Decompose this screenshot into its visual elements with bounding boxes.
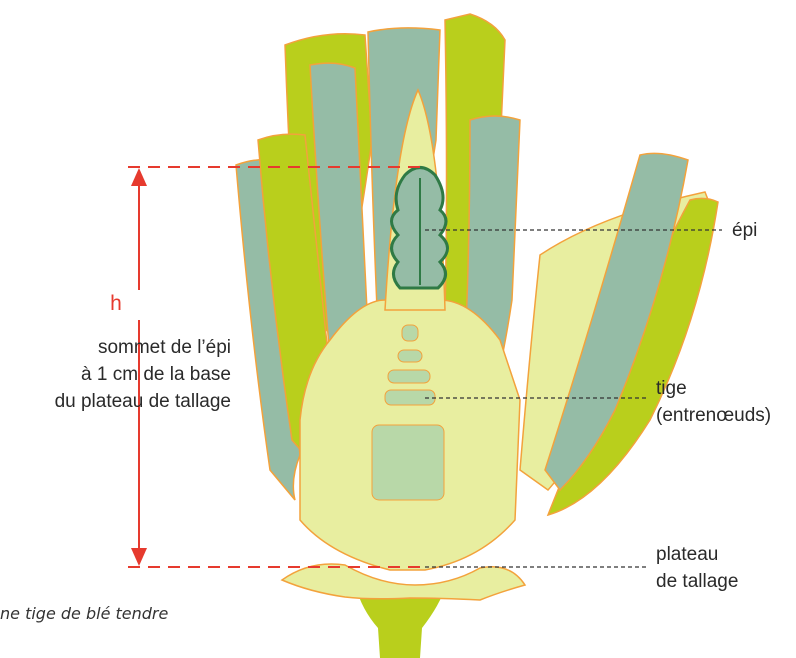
measurement-line-3: du plateau de tallage bbox=[55, 389, 231, 414]
internode-1 bbox=[398, 350, 422, 362]
label-de-tallage: de tallage bbox=[656, 569, 738, 594]
label-tige: tige bbox=[656, 376, 687, 401]
label-entrenoeuds: (entrenœuds) bbox=[656, 403, 771, 428]
measurement-line-1: sommet de l’épi bbox=[98, 335, 231, 360]
arrowhead-top bbox=[131, 168, 147, 186]
internode-2 bbox=[388, 370, 430, 383]
height-symbol: h bbox=[105, 292, 127, 316]
internode-top bbox=[402, 325, 418, 341]
label-plateau: plateau bbox=[656, 542, 718, 567]
arrowhead-bottom bbox=[131, 548, 147, 566]
internode-large bbox=[372, 425, 444, 500]
label-epi: épi bbox=[732, 218, 757, 243]
figure-caption: ne tige de blé tendre bbox=[0, 604, 168, 623]
measurement-line-2: à 1 cm de la base bbox=[81, 362, 231, 387]
